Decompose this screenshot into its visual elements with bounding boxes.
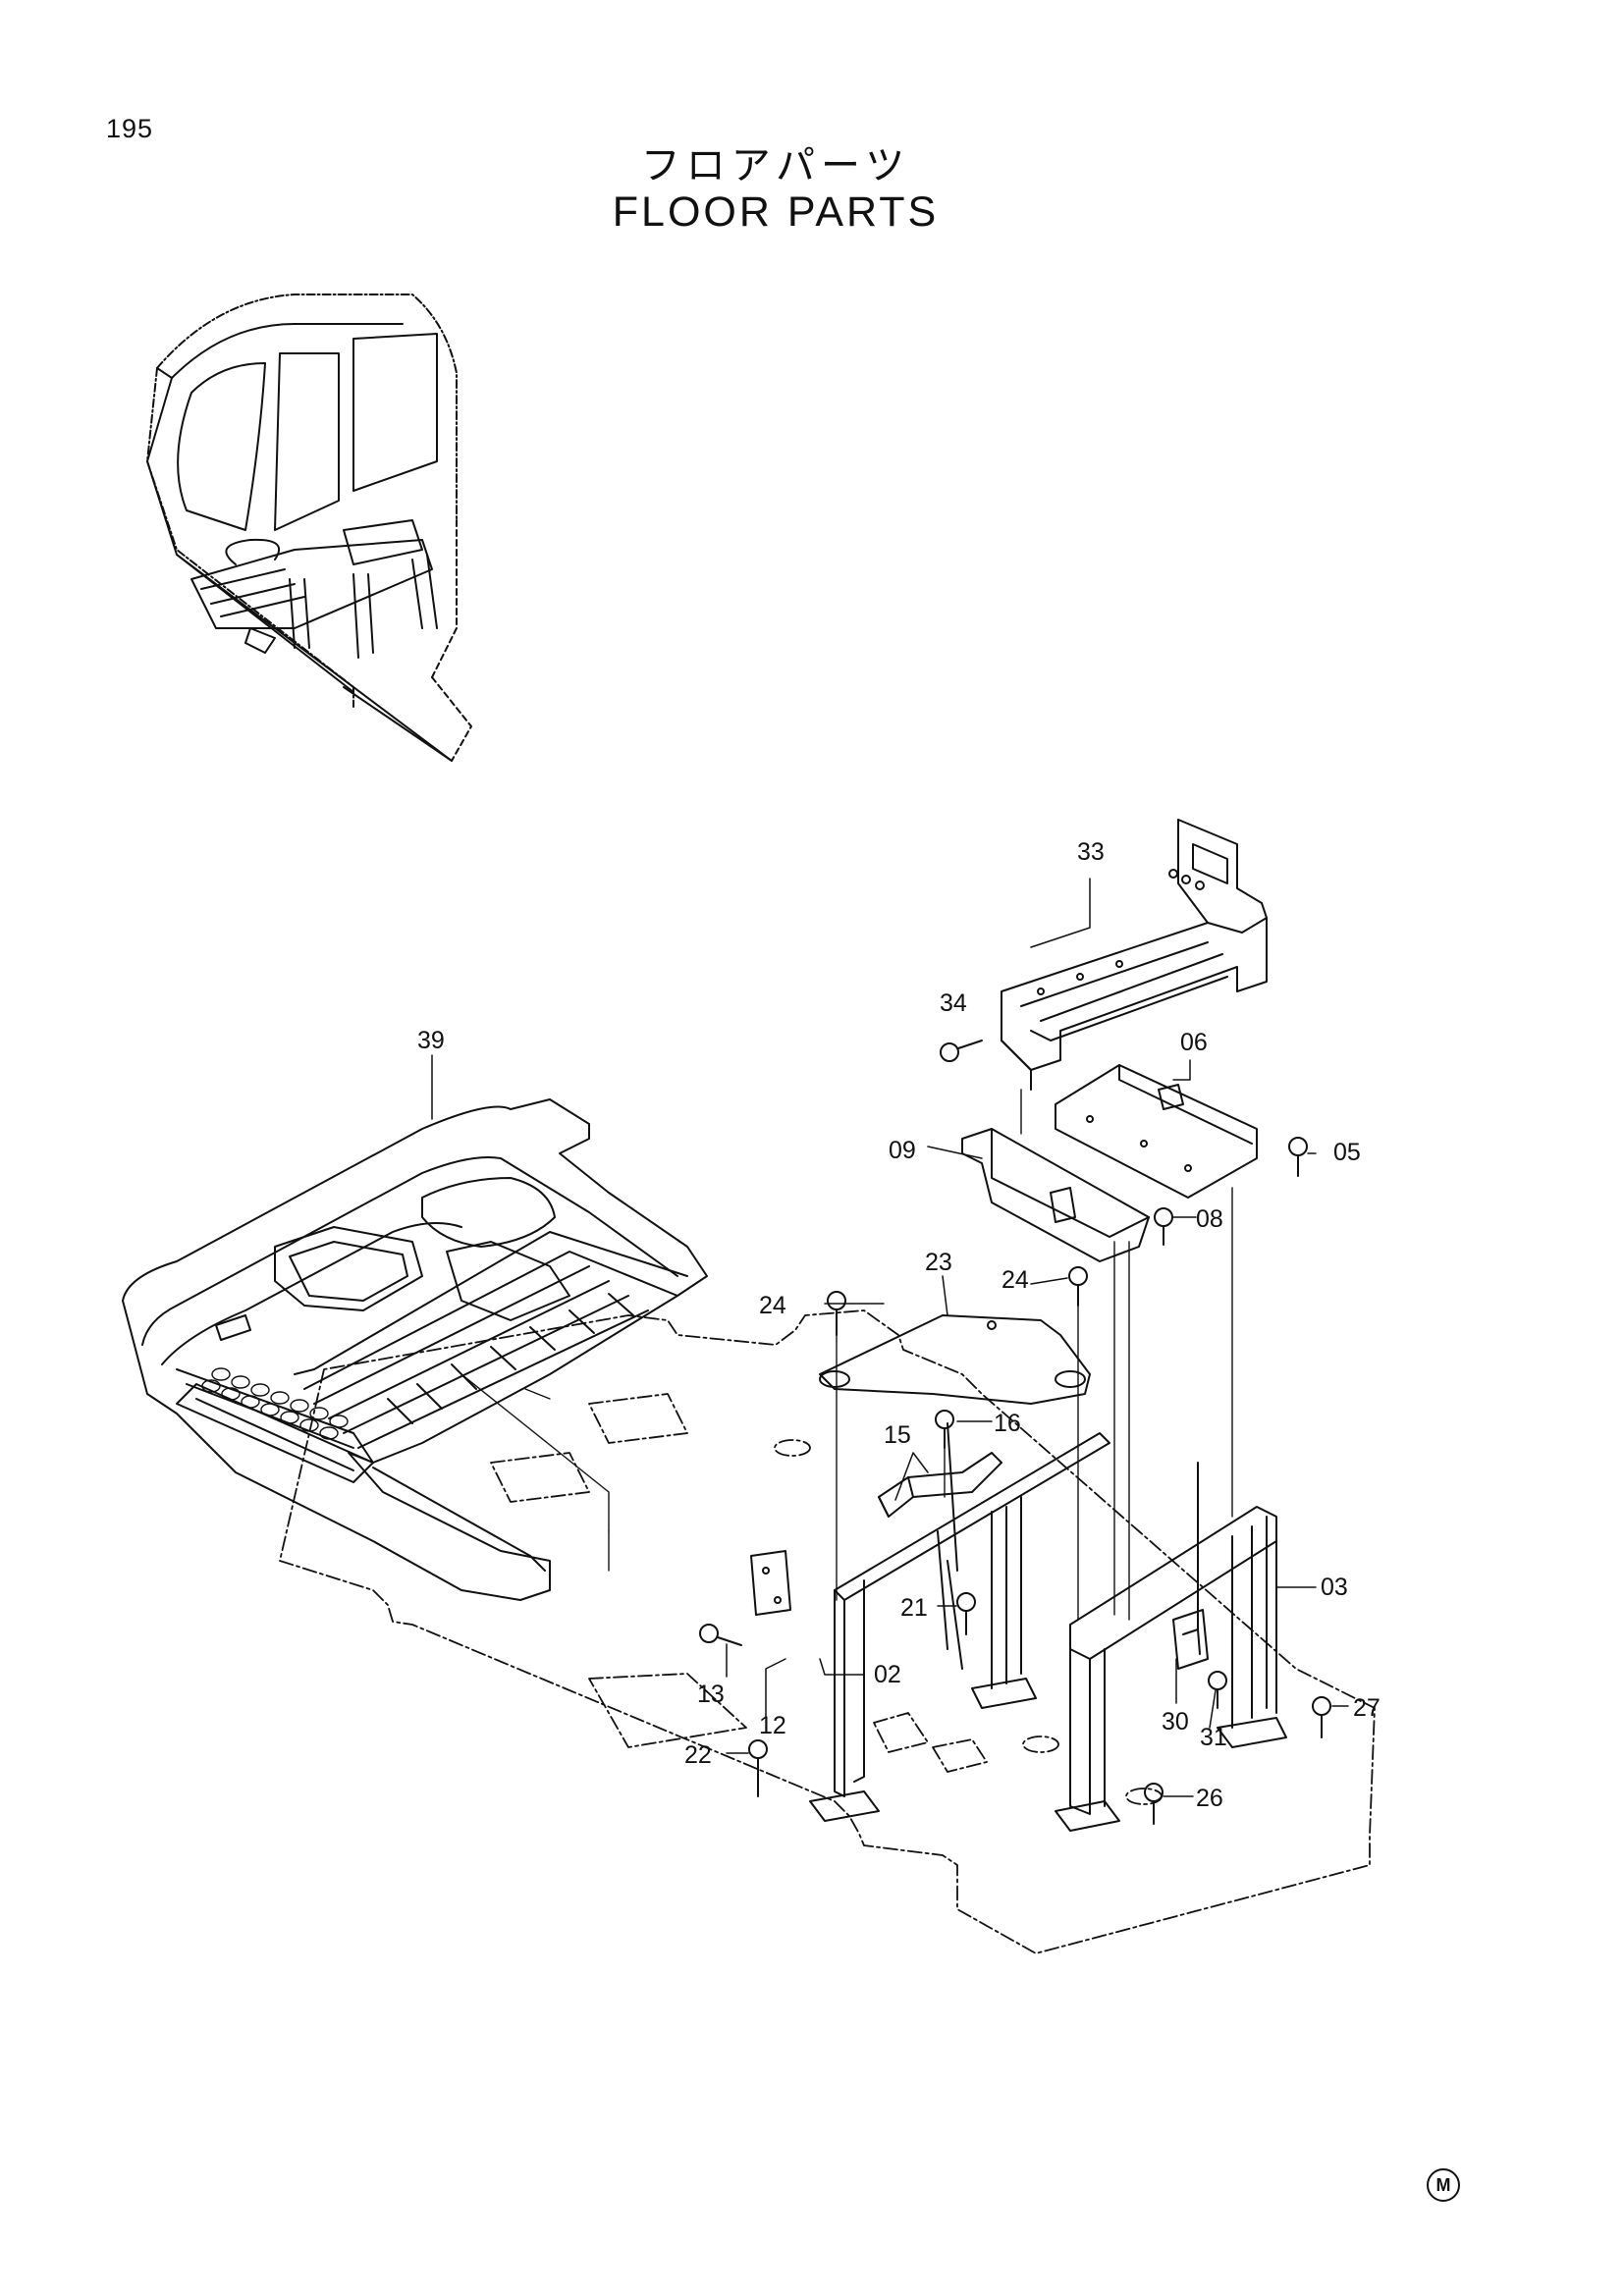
callout-31: 31 — [1200, 1724, 1227, 1751]
callout-27: 27 — [1353, 1694, 1380, 1722]
callout-05: 05 — [1333, 1139, 1361, 1166]
callout-15: 15 — [884, 1421, 911, 1449]
callout-06: 06 — [1180, 1029, 1208, 1056]
bolt-31 — [1208, 1671, 1227, 1709]
bolt-08 — [1154, 1207, 1173, 1246]
bracket-06 — [1055, 1064, 1258, 1199]
support-frame-rear — [1055, 1462, 1287, 1832]
manufacturer-mark: M — [1427, 2168, 1460, 2202]
title-japanese: フロアパーツ — [640, 143, 911, 188]
callout-09: 09 — [889, 1137, 916, 1164]
leader-lines — [431, 878, 1349, 1797]
callout-39: 39 — [417, 1027, 445, 1054]
plate-23 — [819, 1314, 1091, 1405]
bolt-16 — [935, 1410, 954, 1449]
bolt-27 — [1312, 1696, 1331, 1738]
bolt-21 — [956, 1592, 976, 1635]
callout-21: 21 — [900, 1594, 928, 1622]
callout-24a: 24 — [759, 1292, 786, 1319]
page-number: 195 — [106, 114, 154, 143]
seat-stand — [1001, 819, 1268, 1091]
bolt-26 — [1144, 1783, 1164, 1825]
callout-12: 12 — [759, 1712, 786, 1739]
bolt-13 — [699, 1624, 742, 1646]
bolt-34 — [940, 1040, 983, 1062]
bolt-22 — [748, 1739, 768, 1797]
bolt-05 — [1288, 1137, 1308, 1177]
floor-mat — [122, 1098, 708, 1601]
bracket-09 — [961, 1128, 1150, 1262]
callout-08: 08 — [1196, 1205, 1223, 1233]
bolts — [699, 1040, 1331, 1825]
cab-overview — [146, 294, 472, 762]
base-floor-plate — [279, 1309, 1376, 1954]
callout-13: 13 — [697, 1681, 725, 1708]
title-english: FLOOR PARTS — [612, 188, 940, 236]
callout-labels: 33 34 39 06 05 09 08 23 24 24 15 16 03 2… — [417, 838, 1380, 1812]
callout-03: 03 — [1321, 1574, 1348, 1601]
callout-23: 23 — [925, 1249, 952, 1276]
callout-34: 34 — [940, 989, 967, 1017]
callout-33: 33 — [1077, 838, 1105, 866]
callout-30: 30 — [1162, 1708, 1189, 1735]
support-frame-front — [750, 1422, 1110, 1822]
bolt-24a — [827, 1291, 846, 1336]
bracket-15 — [878, 1452, 1002, 1518]
callout-22: 22 — [684, 1741, 712, 1769]
callout-16: 16 — [994, 1410, 1021, 1437]
callout-02: 02 — [874, 1661, 901, 1688]
bolt-24b — [1068, 1266, 1088, 1307]
callout-26: 26 — [1196, 1785, 1223, 1812]
callout-24b: 24 — [1001, 1266, 1029, 1294]
assembly-lines — [460, 1089, 1233, 1621]
